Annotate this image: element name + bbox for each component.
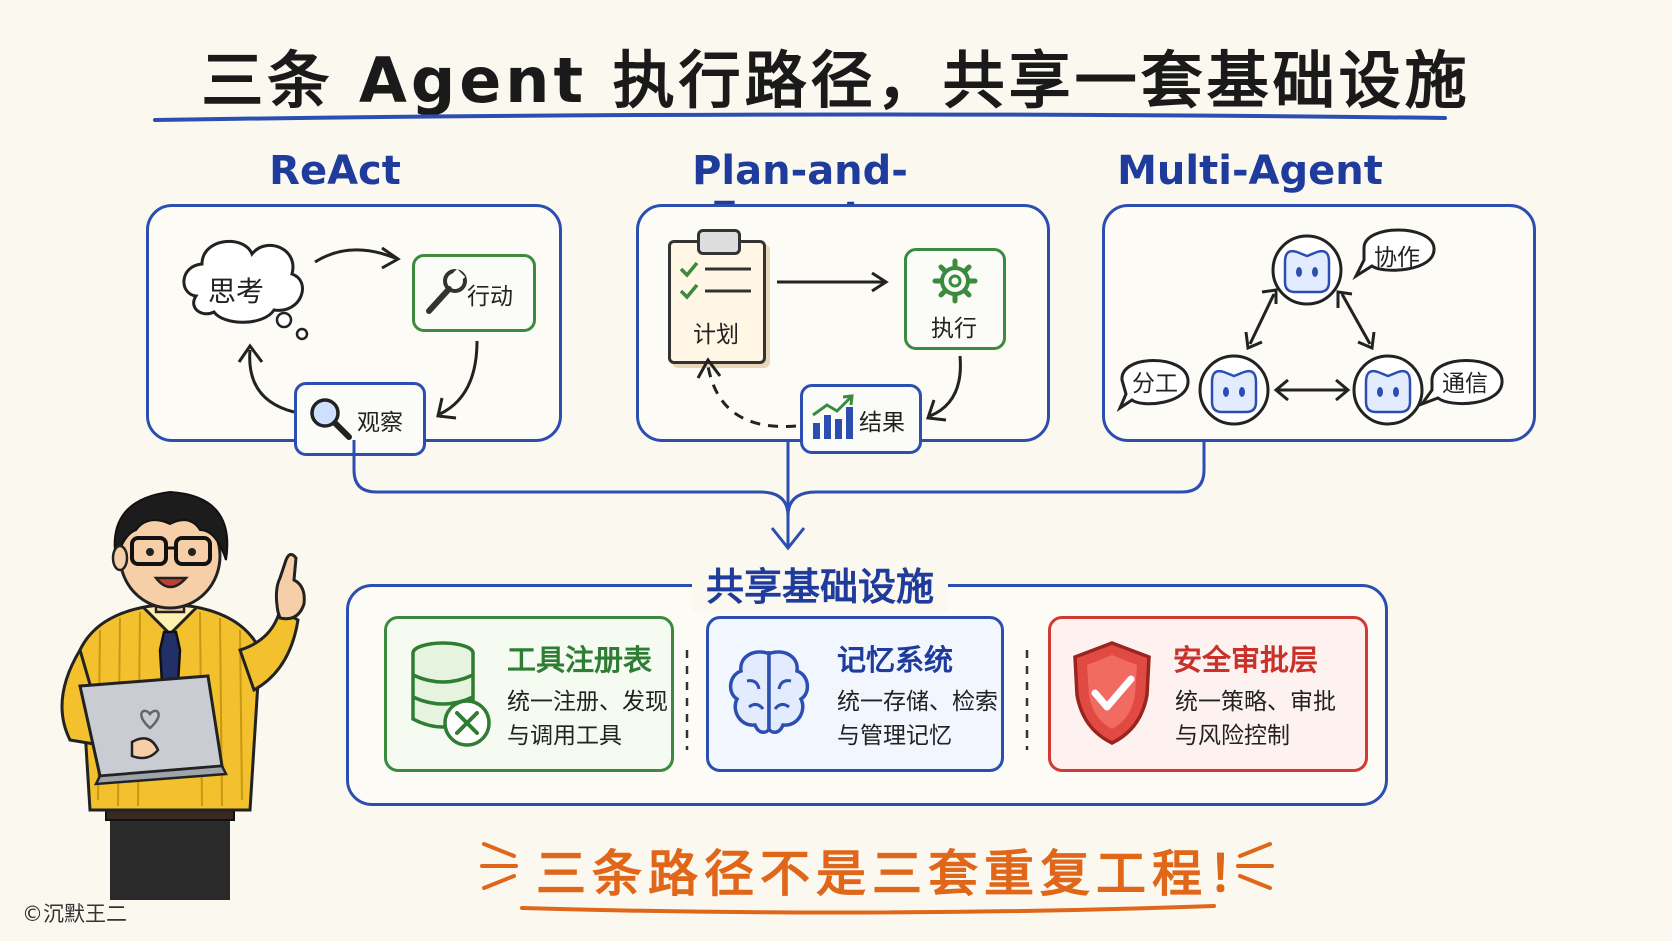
collab-label: 协作 [1374,245,1420,271]
slogan: 三条路径不是三套重复工程！ [536,845,1264,903]
page-title: 三条 Agent 执行路径，共享一套基础设施 [201,44,1471,117]
clipboard-icon: 计划 [668,229,766,364]
tool-registry-card: 工具注册表 统一注册、发现 与调用工具 [384,616,674,772]
memory-system-desc-2: 与管理记忆 [837,723,952,749]
plan-label: 计划 [693,322,739,348]
safety-approval-desc-1: 统一策略、审批 [1175,689,1336,715]
tool-registry-desc-2: 与调用工具 [507,723,622,749]
think-label: 思考 [208,275,265,308]
result-tile: 结果 [800,384,922,454]
react-heading: ReAct [269,148,401,194]
arrow-observe-to-think [237,343,295,414]
arrow-act-to-observe [436,340,479,420]
act-tile: 行动 [412,254,536,332]
agent-right-icon [1352,354,1424,426]
divider-dashed-2 [1025,650,1029,750]
slogan-underline [520,904,1216,915]
multi-agent-diagram [1116,228,1504,426]
emphasis-marks-right [1236,842,1274,890]
agent-left-icon [1198,354,1270,426]
bar-chart-icon [812,394,854,439]
arrow-think-to-act [314,246,401,270]
wrench-icon [426,268,467,314]
multi-agent-heading: Multi-Agent [1117,148,1383,194]
agent-top-icon [1271,234,1343,306]
checklist-icon [679,261,751,300]
safety-approval-card: 安全审批层 统一策略、审批 与风险控制 [1048,616,1368,772]
merge-connector [352,440,1206,551]
brain-icon [728,650,810,734]
memory-system-desc-1: 统一存储、检索 [837,689,998,715]
memory-system-title: 记忆系统 [837,643,954,677]
shield-check-icon [1073,641,1151,745]
database-tools-icon [411,641,491,747]
safety-approval-desc-2: 与风险控制 [1175,723,1290,749]
shared-infra-heading: 共享基础设施 [692,556,949,611]
emphasis-marks-left [480,842,518,890]
speech-bubble-collab [1352,228,1436,281]
execute-tile: 执行 [904,248,1006,350]
presenter-illustration [60,490,306,900]
gear-icon [932,258,978,304]
credit-text: ©沉默王二 [22,902,127,926]
tool-registry-title: 工具注册表 [507,643,653,677]
observe-label: 观察 [357,410,403,436]
comm-label: 通信 [1442,371,1488,397]
title-underline [153,112,1447,122]
arrow-execute-to-result [925,355,962,422]
arrow-plan-to-execute [777,271,889,293]
arrow-result-to-plan-dashed [696,357,797,428]
magnifier-icon [310,398,352,440]
safety-approval-title: 安全审批层 [1173,643,1319,677]
result-label: 结果 [859,410,905,436]
thought-cloud-icon [182,239,309,341]
memory-system-card: 记忆系统 统一存储、检索 与管理记忆 [706,616,1004,772]
speech-bubble-divide [1116,359,1190,413]
observe-tile: 观察 [294,382,426,456]
divide-label: 分工 [1132,371,1178,397]
agent-arrows [1244,288,1376,402]
speech-bubble-comm [1417,359,1504,408]
execute-label: 执行 [931,316,977,342]
act-label: 行动 [467,284,513,310]
tool-registry-desc-1: 统一注册、发现 [507,689,668,715]
divider-dashed-1 [685,650,689,750]
